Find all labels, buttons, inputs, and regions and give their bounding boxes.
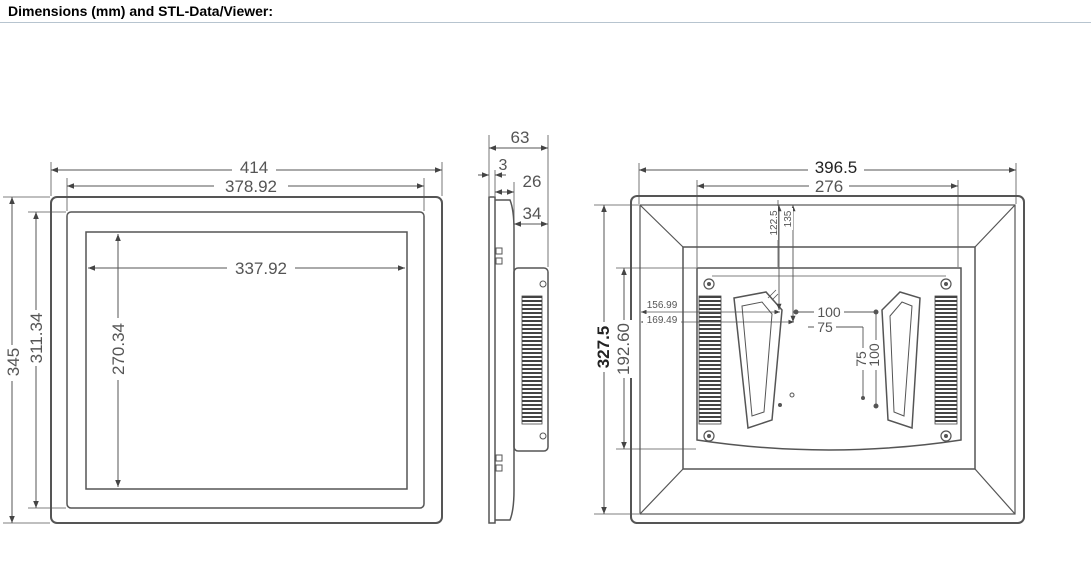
rear-panel-width-label: 276 xyxy=(815,177,843,196)
rear-offset-left-1-label: 156.99 xyxy=(647,300,678,311)
front-display-height-label: 270.34 xyxy=(109,323,128,375)
front-display-area xyxy=(85,231,408,490)
side-rear-depth-label: 34 xyxy=(523,204,542,223)
page-title: Dimensions (mm) and STL-Data/Viewer: xyxy=(8,3,274,19)
rear-dimension-labels: 396.5 276 327.5 192.60 122.5 135 156.99 … xyxy=(593,158,882,378)
side-body-depth-label: 26 xyxy=(523,172,542,191)
side-depth-total-label: 63 xyxy=(511,128,530,147)
rear-view xyxy=(594,163,1025,524)
rear-bezel-outer xyxy=(630,195,1025,524)
rear-handle-right xyxy=(881,291,921,430)
vesa-horizontal-75-label: 75 xyxy=(817,319,833,335)
rear-panel xyxy=(696,267,962,451)
side-rear-housing xyxy=(513,267,549,452)
side-view xyxy=(478,135,549,524)
rear-overall-height-label: 327.5 xyxy=(594,326,613,369)
front-display-width-label: 337.92 xyxy=(235,259,287,278)
front-overall-height-label: 345 xyxy=(4,348,23,376)
side-dimension-labels: 63 3 26 34 xyxy=(499,128,542,223)
rear-housing xyxy=(682,246,976,470)
rear-bezel-inner xyxy=(639,204,1016,515)
front-dimension-labels: 414 378.92 337.92 345 311.34 270.34 xyxy=(3,158,295,381)
front-overall-width-label: 414 xyxy=(240,158,268,177)
rear-handle-left xyxy=(733,291,783,430)
front-bezel-inner xyxy=(66,211,425,509)
rear-panel-height-label: 192.60 xyxy=(614,323,633,375)
vesa-horizontal-100-label: 100 xyxy=(817,304,841,320)
rear-offset-b-label: 135 xyxy=(783,210,794,227)
title-divider xyxy=(0,22,1091,23)
rear-offset-a-label: 122.5 xyxy=(769,210,780,235)
vesa-vertical-75-label: 75 xyxy=(853,351,869,367)
rear-offset-left-2-label: 169.49 xyxy=(647,315,678,326)
front-bezel-outer xyxy=(50,196,443,524)
front-bezel-width-label: 378.92 xyxy=(225,177,277,196)
side-bezel-depth-label: 3 xyxy=(499,157,508,174)
front-view xyxy=(3,162,443,524)
rear-overall-width-label: 396.5 xyxy=(815,158,858,177)
side-bezel xyxy=(488,196,496,524)
front-bezel-height-label: 311.34 xyxy=(27,313,46,364)
vesa-vertical-100-label: 100 xyxy=(866,343,882,367)
